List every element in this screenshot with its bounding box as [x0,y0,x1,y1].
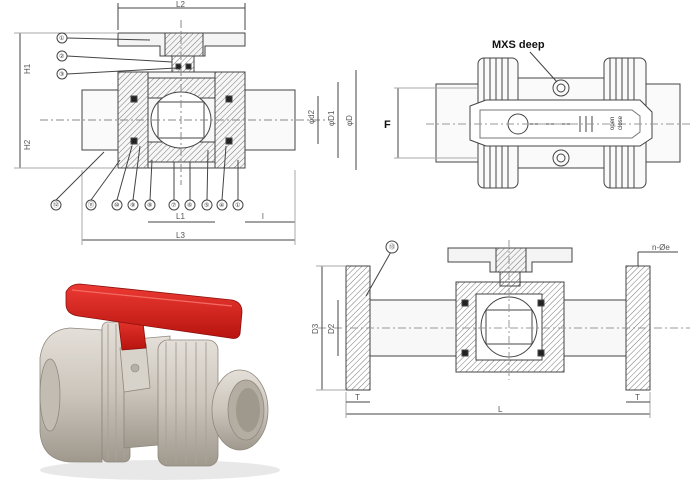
balloon-label: ① [235,202,240,209]
balloon [216,199,228,211]
balloon [85,199,97,211]
balloon [127,199,139,211]
mxs-deep-note: MXS deep [492,39,545,51]
balloon [56,68,68,80]
balloon [144,199,156,211]
balloon-label: ⑤ [204,202,209,209]
dim-label-d2: φd2 [307,109,316,124]
dim-label-D3: D3 [311,323,320,334]
balloons-lower: ⑫ ⑪ ⑩ ⑨ ⑧ ⑦ ⑥ ⑤ ④ ① [50,199,244,211]
flanged-section-drawing [316,240,690,418]
balloon-label: ② [59,53,64,60]
balloon-label: ⑪ [88,201,94,209]
dim-label-L2: L2 [176,0,185,9]
balloon [385,240,399,254]
dim-label-D: φD [345,115,354,126]
balloon [184,199,196,211]
dim-label-H1: H1 [23,63,32,74]
balloon-label: ⑩ [114,202,119,209]
section-drawing-top-left: L2 H1 H2 [14,0,357,245]
valve-product-render [39,283,280,480]
balloon-label: ⑦ [171,202,176,209]
dim-label-F: F [384,119,391,131]
handle-close-text: close [618,115,624,130]
dim-label-L1: L1 [176,212,185,221]
handle-open-text: open [610,117,616,130]
dim-label-D1: φD1 [327,110,336,126]
balloon [56,50,68,62]
balloon-label: ⑬ [389,243,395,251]
balloon [168,199,180,211]
balloon-label: ④ [219,202,224,209]
dim-label-T-right: T [635,393,640,402]
balloon-label: ① [59,35,64,42]
top-view-drawing [394,51,690,189]
balloons-upper: ① ② ③ [56,32,68,80]
dim-label-L: L [498,405,503,414]
dim-label-D2: D2 [327,323,336,334]
balloon [232,199,244,211]
dim-label-T-left: T [355,393,360,402]
balloon-label: ⑥ [187,202,192,209]
balloon-label: ⑧ [147,202,152,209]
dim-label-l: l [262,212,264,221]
dim-label-n-de: n-Øe [652,243,670,252]
dim-label-L3: L3 [176,231,185,240]
balloon-label: ⑫ [53,201,59,209]
dim-label-H2: H2 [23,139,32,150]
balloon [50,199,62,211]
balloon [201,199,213,211]
balloon-label: ③ [59,71,64,78]
balloon [111,199,123,211]
balloon [56,32,68,44]
balloon-label: ⑨ [130,202,135,209]
